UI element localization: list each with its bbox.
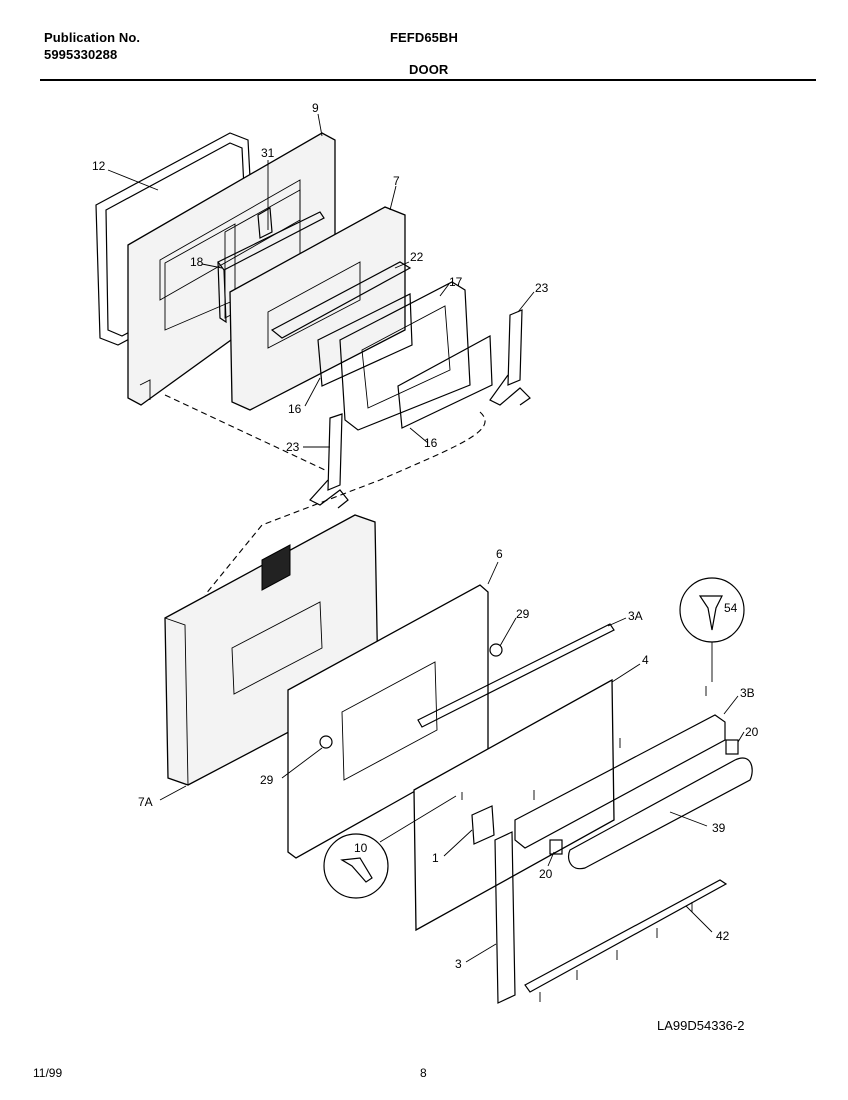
- handle-39: [567, 757, 753, 870]
- callout-22: 22: [410, 250, 424, 264]
- header-rule: [40, 79, 816, 81]
- window-glass-16: [317, 293, 493, 429]
- glass-support-22: [270, 261, 412, 339]
- window-frame-18: [217, 211, 325, 324]
- callout-1: 1: [432, 851, 439, 865]
- callout-18: 18: [190, 255, 204, 269]
- trim-3A: [417, 623, 615, 728]
- outer-glass-4: [413, 678, 615, 932]
- callout-9: 9: [312, 101, 319, 115]
- screw-10-detail: [323, 795, 457, 899]
- callout-7: 7: [393, 174, 400, 188]
- callout-20-left: 20: [539, 867, 553, 881]
- clip-31: [257, 207, 273, 239]
- bumper-29: [319, 643, 503, 749]
- callout-16-left: 16: [288, 402, 302, 416]
- callout-4: 4: [642, 653, 649, 667]
- callout-17: 17: [449, 275, 463, 289]
- side-trim-3: [494, 831, 516, 1004]
- callout-12: 12: [92, 159, 106, 173]
- model-number: FEFD65BH: [390, 30, 458, 45]
- callout-6: 6: [496, 547, 503, 561]
- callout-3: 3: [455, 957, 462, 971]
- callout-31: 31: [261, 146, 275, 160]
- callout-29-left: 29: [260, 773, 274, 787]
- screw-54-detail: [679, 577, 745, 682]
- callout-3B: 3B: [740, 686, 755, 700]
- callout-23-right: 23: [535, 281, 549, 295]
- footer-date: 11/99: [33, 1066, 63, 1080]
- callout-16-right: 16: [424, 436, 438, 450]
- publication-label: Publication No.: [44, 30, 141, 45]
- callout-42: 42: [716, 929, 730, 943]
- callout-20-right: 20: [745, 725, 759, 739]
- hinge-23-right: [489, 309, 531, 406]
- rail-42: [524, 879, 728, 1002]
- section-title: DOOR: [409, 62, 449, 77]
- publication-number: 5995330288: [44, 47, 118, 62]
- leader-lines: [107, 113, 745, 963]
- callout-10: 10: [354, 841, 368, 855]
- heat-shield-17: [339, 281, 471, 431]
- callout-39: 39: [712, 821, 726, 835]
- callout-3A: 3A: [628, 609, 643, 623]
- diagram-code: LA99D54336-2: [657, 1018, 745, 1033]
- handle-bracket-3B: [514, 714, 726, 849]
- callout-29-right: 29: [516, 607, 530, 621]
- callout-54: 54: [724, 601, 738, 615]
- insulation-7: [229, 206, 406, 411]
- callout-23-left: 23: [286, 440, 300, 454]
- callout-7A: 7A: [138, 795, 153, 809]
- hinge-23-left: [309, 413, 349, 509]
- page-number: 8: [420, 1066, 427, 1080]
- end-cap-20: [549, 739, 739, 855]
- screw: [461, 686, 707, 800]
- bracket-1: [471, 805, 495, 845]
